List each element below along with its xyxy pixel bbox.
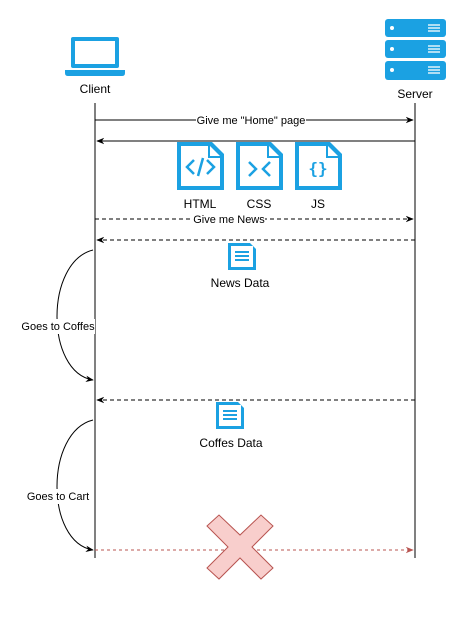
css-file-label: CSS: [247, 197, 272, 211]
self-loop-label: Goes to Cart: [27, 491, 89, 503]
self-loop-arrow: [56, 419, 94, 552]
js-file-icon: {}: [295, 142, 342, 190]
svg-text:{}: {}: [308, 159, 327, 178]
message-label: Give me News: [193, 214, 265, 226]
html-file-label: HTML: [184, 197, 217, 211]
message-label: Give me "Home" page: [197, 115, 306, 127]
self-loop-arrow: [56, 249, 94, 382]
js-file-label: JS: [311, 197, 325, 211]
html-file-icon: [177, 142, 224, 190]
news-data-label: News Data: [211, 276, 270, 290]
server-rack-icon: [385, 19, 446, 80]
cross-icon: [206, 514, 274, 580]
document-icon: [216, 402, 244, 429]
laptop-icon: [65, 37, 125, 76]
client-label: Client: [80, 82, 111, 96]
self-loop-label: Goes to Coffes: [21, 321, 95, 333]
coffes-data-label: Coffes Data: [199, 436, 262, 450]
css-file-icon: [236, 142, 283, 190]
document-icon: [228, 243, 256, 270]
server-label: Server: [397, 87, 432, 101]
